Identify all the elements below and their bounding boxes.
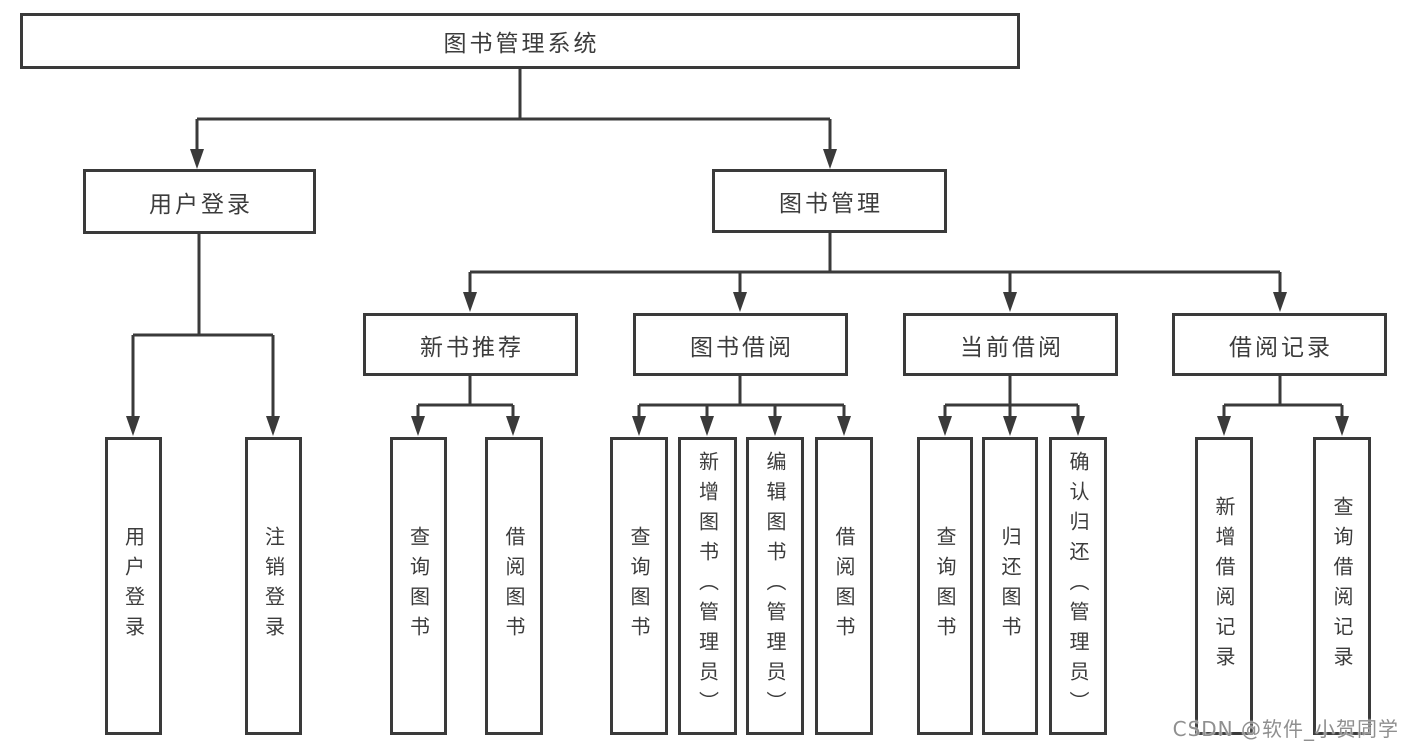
node-leaf-return-book: 归还图书 bbox=[982, 437, 1038, 735]
node-label: 借阅图书 bbox=[502, 526, 526, 646]
node-leaf-edit-book-admin: 编辑图书（管理员） bbox=[746, 437, 804, 735]
node-current-borrow: 当前借阅 bbox=[903, 313, 1118, 376]
node-leaf-user-login: 用户登录 bbox=[105, 437, 162, 735]
node-label: 新书推荐 bbox=[420, 334, 524, 361]
node-new-book-recommend: 新书推荐 bbox=[363, 313, 578, 376]
connector-book-management-to-level3 bbox=[463, 233, 1287, 312]
node-leaf-query-borrow-record: 查询借阅记录 bbox=[1313, 437, 1371, 735]
watermark: CSDN @软件_小贺同学 bbox=[1172, 717, 1399, 741]
node-label: 借阅记录 bbox=[1229, 334, 1333, 361]
node-label: 编辑图书（管理员） bbox=[763, 451, 787, 721]
node-label: 用户登录 bbox=[121, 526, 146, 646]
node-borrow-records: 借阅记录 bbox=[1172, 313, 1387, 376]
node-leaf-add-borrow-record: 新增借阅记录 bbox=[1195, 437, 1253, 735]
node-leaf-borrow-book: 借阅图书 bbox=[815, 437, 873, 735]
connector-book-borrow-to-leaves bbox=[632, 376, 851, 436]
node-label: 查询图书 bbox=[406, 526, 431, 646]
node-label: 图书借阅 bbox=[690, 334, 794, 361]
node-leaf-query-book-recommend: 查询图书 bbox=[390, 437, 447, 735]
node-label: 确认归还（管理员） bbox=[1066, 451, 1090, 721]
node-leaf-add-book-admin: 新增图书（管理员） bbox=[678, 437, 737, 735]
node-label: 新增借阅记录 bbox=[1212, 496, 1236, 676]
node-user-login: 用户登录 bbox=[83, 169, 316, 234]
node-root-library-management-system: 图书管理系统 bbox=[20, 13, 1020, 69]
connector-root-to-level2 bbox=[190, 69, 837, 169]
node-label: 查询图书 bbox=[933, 526, 957, 646]
node-book-management: 图书管理 bbox=[712, 169, 947, 233]
node-leaf-borrow-book-recommend: 借阅图书 bbox=[485, 437, 543, 735]
node-label: 图书管理系统 bbox=[443, 31, 600, 57]
node-label: 图书管理 bbox=[779, 191, 883, 217]
connector-user-login-to-leaves bbox=[126, 234, 280, 436]
connector-current-borrow-to-leaves bbox=[938, 376, 1085, 436]
node-leaf-query-book-borrow: 查询图书 bbox=[610, 437, 668, 735]
node-label: 借阅图书 bbox=[832, 526, 856, 646]
node-label: 归还图书 bbox=[998, 526, 1022, 646]
node-label: 查询图书 bbox=[627, 526, 651, 646]
connector-new-book-recommend-to-leaves bbox=[411, 376, 520, 436]
node-leaf-query-book-current: 查询图书 bbox=[917, 437, 973, 735]
node-leaf-logout: 注销登录 bbox=[245, 437, 302, 735]
node-label: 新增图书（管理员） bbox=[695, 451, 720, 721]
node-book-borrow: 图书借阅 bbox=[633, 313, 848, 376]
connector-borrow-records-to-leaves bbox=[1217, 376, 1349, 436]
node-label: 当前借阅 bbox=[960, 334, 1064, 361]
node-leaf-confirm-return-admin: 确认归还（管理员） bbox=[1049, 437, 1107, 735]
node-label: 注销登录 bbox=[261, 526, 286, 646]
node-label: 查询借阅记录 bbox=[1330, 496, 1354, 676]
node-label: 用户登录 bbox=[149, 191, 253, 218]
